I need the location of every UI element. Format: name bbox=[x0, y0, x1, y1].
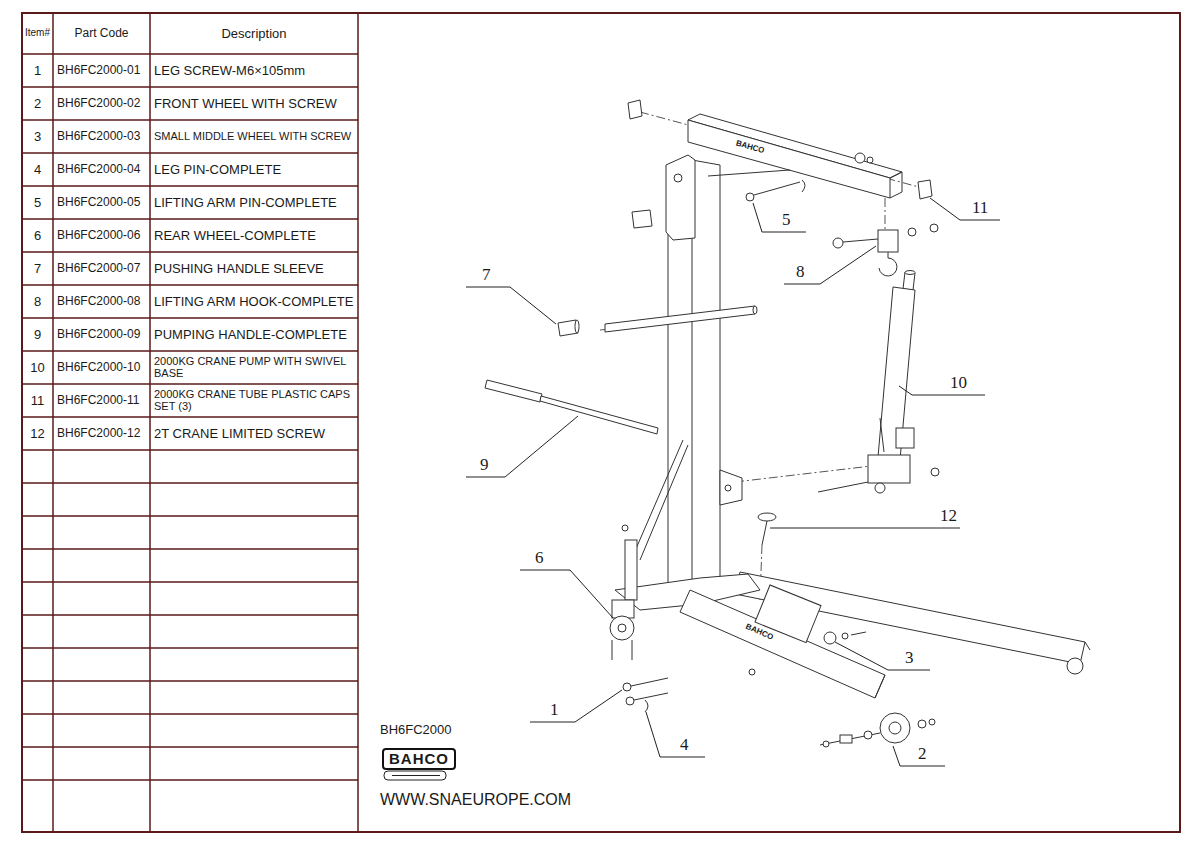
pumping-handle bbox=[485, 380, 658, 434]
table-cell: BH6FC2000-10 bbox=[54, 352, 149, 383]
leg-fasteners bbox=[623, 678, 668, 712]
table-cell: 1 bbox=[23, 55, 52, 86]
frame bbox=[22, 13, 1180, 832]
callout-number: 1 bbox=[550, 700, 559, 720]
callout-number: 11 bbox=[972, 198, 988, 218]
callout-number: 12 bbox=[940, 506, 957, 526]
table-grid bbox=[22, 13, 358, 832]
table-cell: BH6FC2000-03 bbox=[54, 121, 149, 152]
table-cell: 5 bbox=[23, 187, 52, 218]
website: WWW.SNAEUROPE.COM bbox=[380, 791, 571, 809]
table-cell: 3 bbox=[23, 121, 52, 152]
crane-pump bbox=[818, 271, 939, 494]
table-cell: BH6FC2000-02 bbox=[54, 88, 149, 119]
table-cell: 2000KG CRANE TUBE PLASTIC CAPS SET (3) bbox=[151, 385, 357, 416]
limit-screw bbox=[758, 513, 776, 545]
table-cell: BH6FC2000-07 bbox=[54, 253, 149, 284]
table-cell: BH6FC2000-09 bbox=[54, 319, 149, 350]
table-cell: 2 bbox=[23, 88, 52, 119]
table-cell: LEG SCREW-M6×105mm bbox=[151, 55, 357, 86]
pushing-handle bbox=[558, 306, 757, 336]
crane-mast bbox=[632, 155, 742, 606]
table-cell: BH6FC2000-05 bbox=[54, 187, 149, 218]
table-cell: 8 bbox=[23, 286, 52, 317]
table-cell: BH6FC2000-08 bbox=[54, 286, 149, 317]
table-cell: BH6FC2000-11 bbox=[54, 385, 149, 416]
table-cell: 2000KG CRANE PUMP WITH SWIVEL BASE bbox=[151, 352, 357, 383]
assembly-line bbox=[600, 112, 930, 600]
table-cell: BH6FC2000-01 bbox=[54, 55, 149, 86]
table-cell: SMALL MIDDLE WHEEL WITH SCREW bbox=[151, 121, 357, 152]
leader-line bbox=[466, 198, 1000, 766]
callout-number: 10 bbox=[950, 373, 967, 393]
table-cell: 9 bbox=[23, 319, 52, 350]
table-cell: Part Code bbox=[54, 14, 149, 53]
table-cell: 6 bbox=[23, 220, 52, 251]
callout-number: 3 bbox=[905, 648, 914, 668]
table-cell: Description bbox=[151, 14, 357, 53]
callout-number: 8 bbox=[796, 262, 805, 282]
table-cell: BH6FC2000-12 bbox=[54, 418, 149, 449]
brand-print: BAHCO bbox=[743, 622, 775, 642]
table-cell: Item# bbox=[23, 14, 52, 53]
callout-number: 9 bbox=[480, 455, 489, 475]
table-cell: 4 bbox=[23, 154, 52, 185]
lifting-arm bbox=[628, 100, 932, 228]
callout-number: 6 bbox=[535, 548, 544, 568]
arm-hook bbox=[833, 224, 938, 276]
arm-pin bbox=[746, 180, 805, 201]
callout-number: 4 bbox=[680, 735, 689, 755]
table-cell: FRONT WHEEL WITH SCREW bbox=[151, 88, 357, 119]
table-cell: BH6FC2000-06 bbox=[54, 220, 149, 251]
crane-base bbox=[610, 525, 1090, 698]
callout-number: 7 bbox=[482, 265, 491, 285]
table-cell: LIFTING ARM PIN-COMPLETE bbox=[151, 187, 357, 218]
model-number: BH6FC2000 bbox=[380, 722, 452, 737]
table-cell: 11 bbox=[23, 385, 52, 416]
table-cell: 2T CRANE LIMITED SCREW bbox=[151, 418, 357, 449]
callout-number: 5 bbox=[782, 210, 791, 230]
table-cell: 7 bbox=[23, 253, 52, 284]
table-cell: 10 bbox=[23, 352, 52, 383]
logo-wrench bbox=[384, 771, 446, 780]
brand-print: BAHCO bbox=[734, 139, 766, 155]
table-cell: PUSHING HANDLE SLEEVE bbox=[151, 253, 357, 284]
table-cell: PUMPING HANDLE-COMPLETE bbox=[151, 319, 357, 350]
table-cell: 12 bbox=[23, 418, 52, 449]
table-cell: LIFTING ARM HOOK-COMPLETE bbox=[151, 286, 357, 317]
front-wheel bbox=[820, 713, 935, 747]
table-cell: LEG PIN-COMPLETE bbox=[151, 154, 357, 185]
table-cell: REAR WHEEL-COMPLETE bbox=[151, 220, 357, 251]
table-cell: BH6FC2000-04 bbox=[54, 154, 149, 185]
callout-number: 2 bbox=[918, 744, 927, 764]
brand-logo: BAHCO bbox=[382, 748, 456, 770]
